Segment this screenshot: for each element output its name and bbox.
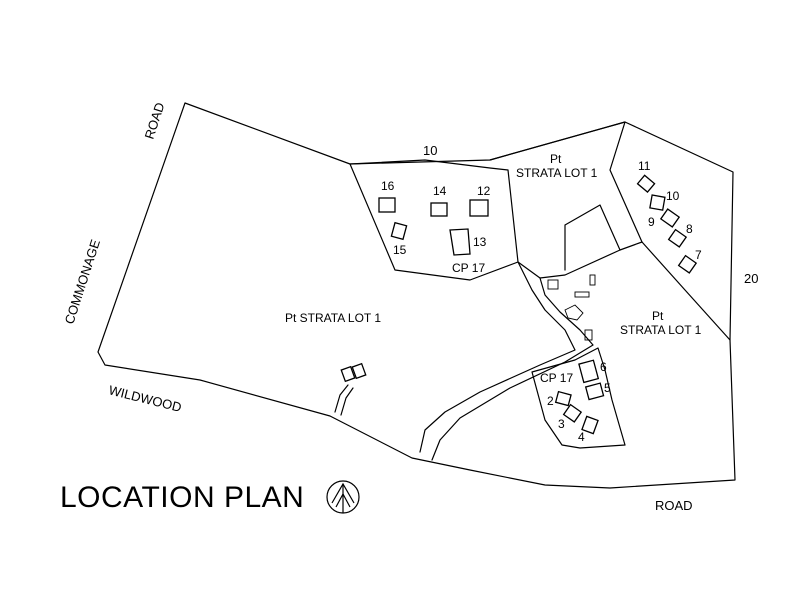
cp17-top-boundary <box>349 159 519 281</box>
road-label-wildwood: WILDWOOD <box>107 382 183 415</box>
unit-6-label: 6 <box>600 360 607 374</box>
access-road-left <box>419 261 576 453</box>
north-arrow-icon <box>326 480 360 514</box>
pt-strata-main-label: Pt STRATA LOT 1 <box>285 311 381 325</box>
cp17-bottom-boundary <box>531 347 626 449</box>
buildings-top-cluster <box>378 197 489 256</box>
unit-7-label: 7 <box>695 248 702 262</box>
cp17-top-label: CP 17 <box>452 261 485 275</box>
buildings-bottom-cluster <box>554 359 605 435</box>
buildings-right-cluster <box>636 174 698 274</box>
unit-11-label: 11 <box>638 159 651 173</box>
pt-strata-top-boundary <box>489 121 643 279</box>
unit-5-label: 5 <box>604 381 611 395</box>
pt-strata-right-pt: Pt <box>652 309 664 323</box>
cp17-bottom-label: CP 17 <box>540 371 573 385</box>
unit-8-label: 8 <box>686 222 693 236</box>
pt-strata-top-pt: Pt <box>550 152 562 166</box>
unit-13-label: 13 <box>473 235 487 249</box>
unit-4-label: 4 <box>578 430 585 444</box>
unit-3-label: 3 <box>558 417 565 431</box>
unit-10-label: 10 <box>666 189 680 203</box>
small-house-driveway <box>334 384 354 416</box>
page-title: LOCATION PLAN <box>60 481 304 514</box>
top-driveway <box>564 204 621 271</box>
unit-2-label: 2 <box>547 394 554 408</box>
lot-20-label: 20 <box>744 271 758 286</box>
unit-15-label: 15 <box>393 243 407 257</box>
right-lot-line <box>641 241 731 341</box>
pt-strata-top-name: STRATA LOT 1 <box>516 166 598 180</box>
unit-16-label: 16 <box>381 179 395 193</box>
small-house <box>340 362 367 383</box>
junction-structures <box>547 274 596 341</box>
unit-12-label: 12 <box>477 184 491 198</box>
unit-14-label: 14 <box>433 184 447 198</box>
unit-9-label: 9 <box>648 215 655 229</box>
road-label-top: ROAD <box>142 101 168 141</box>
pt-strata-right-name: STRATA LOT 1 <box>620 323 702 337</box>
lot-10-label: 10 <box>423 143 437 158</box>
road-label-commonage: COMMONAGE <box>62 237 104 326</box>
access-road-right <box>431 277 594 461</box>
road-label-bottom: ROAD <box>655 498 693 513</box>
